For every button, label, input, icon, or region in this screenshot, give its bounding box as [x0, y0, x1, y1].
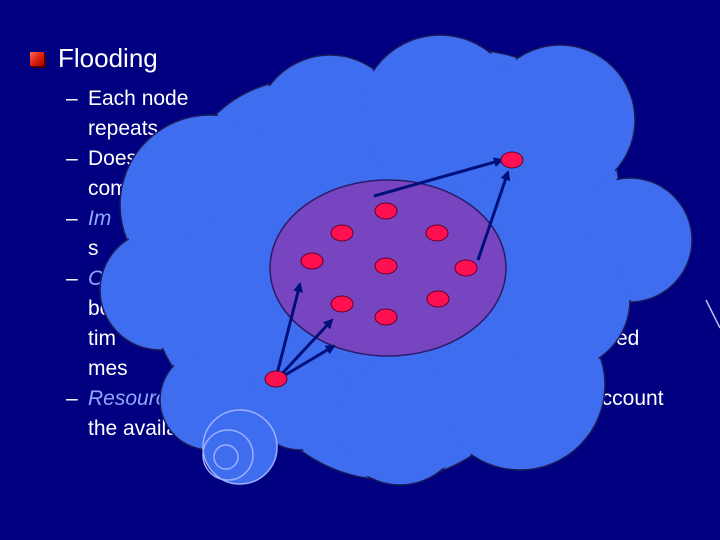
node	[374, 202, 398, 220]
bullet-5-lead: Resource	[88, 387, 178, 410]
node	[330, 295, 354, 313]
node	[454, 259, 478, 277]
bullet-3: – Im s	[66, 204, 706, 264]
title-bullet-icon	[30, 52, 44, 66]
bullet-1-text-a: Each node	[88, 87, 189, 110]
arrow-5	[476, 170, 511, 261]
bullet-5: – Resource account the availab	[66, 384, 706, 444]
bullet-3-text-a: s	[88, 237, 99, 260]
slide-title: Flooding	[58, 43, 158, 73]
arrow-1	[274, 282, 303, 379]
node	[374, 308, 398, 326]
arrow-2	[276, 318, 334, 380]
node-source	[264, 370, 288, 388]
node	[500, 151, 524, 169]
small-circles	[202, 409, 278, 485]
node	[300, 252, 324, 270]
arrow-4	[373, 157, 504, 198]
node	[374, 257, 398, 275]
flood-arrows	[274, 157, 511, 380]
arrow-3	[279, 344, 336, 380]
bullet-3-lead: Im	[88, 207, 112, 230]
edge-line-decoration	[705, 299, 720, 329]
node	[425, 224, 449, 242]
node	[426, 290, 450, 308]
bullet-1-text-c: repeats	[88, 117, 159, 140]
bullet-4-text-d: mes	[88, 357, 128, 380]
node	[330, 224, 354, 242]
bullet-5-text-a: account	[590, 387, 664, 410]
nodes	[264, 151, 524, 388]
bullet-5-text-b: the availab	[88, 417, 190, 440]
bullet-1: – Each node t repeats	[66, 84, 706, 144]
